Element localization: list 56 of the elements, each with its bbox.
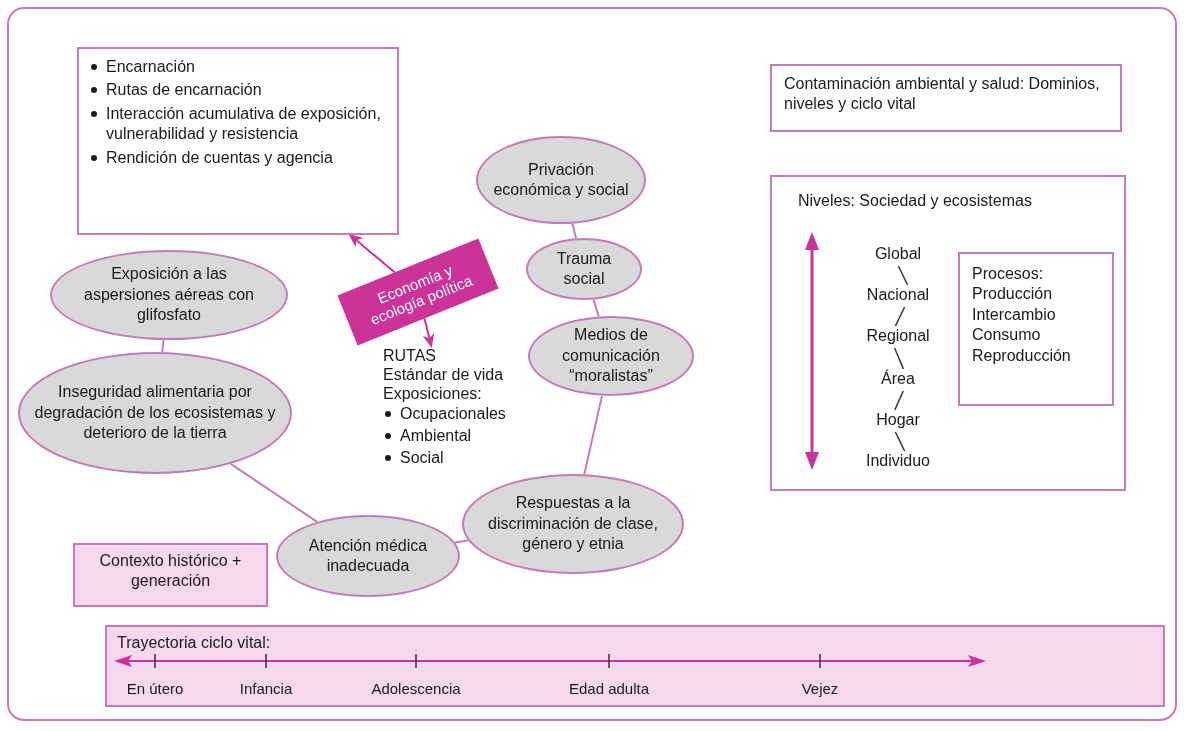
timeline-label: Adolescencia xyxy=(371,680,461,697)
heading-text: Trauma social xyxy=(555,248,613,289)
heading-text: Respuestas a la discriminación de clase, género y etnia xyxy=(487,493,659,555)
arrow xyxy=(422,317,435,348)
heading-text: Inseguridad alimentaria por degradación de los ecosistemas y deterioro de la tierra xyxy=(34,382,276,444)
heading-text: Privación económica y social xyxy=(492,159,630,200)
level-label: Nacional xyxy=(843,285,953,307)
level-label: Hogar xyxy=(843,410,953,432)
list-item: Interacción acumulativa de exposición, vulnerabilidad y resistencia xyxy=(106,103,382,145)
text-line: Exposiciones: xyxy=(383,384,482,404)
connector-line xyxy=(893,347,905,370)
list-item: Ocupacionales xyxy=(400,403,506,423)
level-label: Área xyxy=(843,369,953,391)
list-item: Rutas de encarnación xyxy=(106,80,262,101)
text-line: Consumo xyxy=(972,325,1041,346)
timeline-label: Vejez xyxy=(801,680,839,697)
text-line: Reproducción xyxy=(972,345,1071,366)
list-item: Ambiental xyxy=(400,425,472,445)
connector-line xyxy=(592,298,600,318)
text-box xyxy=(105,625,1165,707)
text-box xyxy=(77,47,399,235)
connector-line xyxy=(894,431,906,452)
level-label: Regional xyxy=(843,326,953,348)
connector-line xyxy=(161,339,165,354)
connector-line xyxy=(229,462,319,523)
text-line: Producción xyxy=(972,284,1053,305)
list-item: Encarnación xyxy=(106,57,195,77)
heading-text: Trayectoria ciclo vital: xyxy=(117,633,271,653)
heading-text: Exposición a las aspersiones aéreas con glifosfato xyxy=(83,264,255,326)
arrow xyxy=(348,233,396,274)
connector-line xyxy=(583,394,603,476)
text-line: Estándar de vida xyxy=(383,365,504,385)
timeline-label: Edad adulta xyxy=(568,680,650,697)
connector-line xyxy=(897,265,909,286)
level-label: Individuo xyxy=(843,451,953,473)
connector-line xyxy=(894,306,906,327)
heading-text: Medios de comunicación “moralistas” xyxy=(561,325,661,387)
list-item: Social xyxy=(400,447,444,468)
text-box xyxy=(770,64,1122,132)
text-box xyxy=(73,543,268,607)
level-label: Global xyxy=(843,244,953,266)
heading-text: Niveles: Sociedad y ecosistemas xyxy=(798,191,1032,211)
text-box xyxy=(770,175,1126,491)
connector-line xyxy=(894,390,904,411)
heading-text: RUTAS xyxy=(383,346,437,366)
timeline-label: En útero xyxy=(126,680,184,697)
text-line: Intercambio xyxy=(972,304,1056,325)
list-item: Rendición de cuentas y agencia xyxy=(106,147,333,168)
heading-text: Contaminación ambiental y salud: Dominios, niveles y ciclo vital xyxy=(784,74,1101,115)
timeline-label: Infancia xyxy=(239,680,293,697)
text-box xyxy=(958,252,1114,406)
connector-line xyxy=(571,222,578,240)
heading-text: Atención médica inadecuada xyxy=(307,535,429,576)
heading-text: Procesos: xyxy=(972,264,1044,284)
connector-line xyxy=(453,539,470,544)
heading-text: Contexto histórico + generación xyxy=(98,551,243,592)
